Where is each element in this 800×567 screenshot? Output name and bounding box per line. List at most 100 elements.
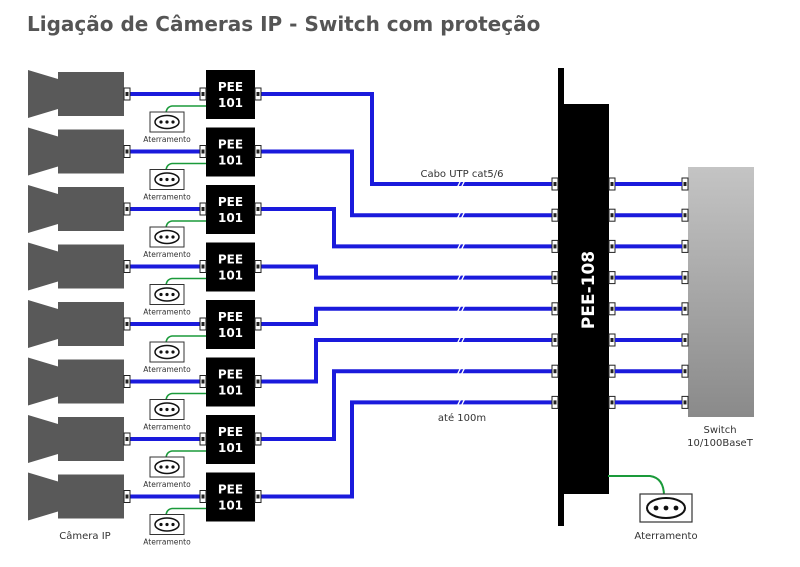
panel-to-switch-cables xyxy=(615,182,682,405)
cable-break-icon xyxy=(456,210,466,220)
ground-label: Aterramento xyxy=(143,135,191,144)
rj45-port-icon xyxy=(681,395,689,409)
ground-outlet: Aterramento xyxy=(143,399,191,432)
rj45-port-icon xyxy=(199,432,207,446)
rj45-port-icon xyxy=(551,364,559,378)
utp-cable xyxy=(261,207,552,249)
ground-label: Aterramento xyxy=(143,308,191,317)
rj45-port-icon xyxy=(681,177,689,191)
pee101-label-line2: 101 xyxy=(218,326,243,340)
pee101-label-line1: PEE xyxy=(218,138,243,152)
ground-outlet: Aterramento xyxy=(143,341,191,374)
pee101-protector: PEE 101 xyxy=(206,300,255,349)
rj45-port-icon xyxy=(123,87,131,101)
utp-cable xyxy=(261,149,552,218)
pee101-label-line2: 101 xyxy=(218,154,243,168)
rj45-port-icon xyxy=(681,271,689,285)
switch-label-line2: 10/100BaseT xyxy=(687,438,754,449)
ground-label: Aterramento xyxy=(143,423,191,432)
rj45-port-icon xyxy=(199,260,207,273)
power-outlet-icon xyxy=(154,517,180,532)
rj45-port-icon xyxy=(123,317,131,331)
rj45-port-icon xyxy=(123,260,131,273)
pee101-label-line2: 101 xyxy=(218,269,243,283)
utp-cable xyxy=(261,264,552,280)
ground-outlet: Aterramento xyxy=(143,284,191,317)
pee101-body xyxy=(206,242,255,292)
rj45-port-icon xyxy=(551,271,559,285)
rj45-port-icon xyxy=(199,375,207,388)
rj45-port-icon xyxy=(123,432,131,446)
switch xyxy=(681,167,754,417)
rj45-port-icon xyxy=(608,333,616,347)
rj45-port-icon xyxy=(551,333,559,347)
rj45-port-icon xyxy=(551,177,559,191)
camera-icon xyxy=(28,185,124,233)
power-outlet-icon xyxy=(154,287,180,302)
utp-cable xyxy=(261,400,552,499)
rj45-port-icon xyxy=(681,302,689,316)
ground-label: Aterramento xyxy=(143,365,191,374)
power-outlet-icon xyxy=(154,459,180,475)
pee101-protector: PEE 101 xyxy=(206,127,255,177)
cable-break-icon xyxy=(456,179,466,189)
rj45-port-icon xyxy=(199,317,207,331)
rj45-port-icon xyxy=(254,317,262,331)
switch-label-line1: Switch xyxy=(703,425,736,436)
pee101-protector: PEE 101 xyxy=(206,472,255,522)
cable-type-label: Cabo UTP cat5/6 xyxy=(420,169,503,180)
pee108-ports xyxy=(551,177,616,409)
power-outlet-icon xyxy=(646,497,686,519)
rj45-port-icon xyxy=(254,375,262,388)
pee108-panel: PEE-108 xyxy=(551,68,616,526)
cable-break-icon xyxy=(456,242,466,251)
camera-icon xyxy=(28,127,124,176)
rj45-port-icon xyxy=(254,145,262,158)
ground-outlet: Aterramento xyxy=(143,456,191,489)
rj45-port-icon xyxy=(608,239,616,253)
pee101-label-line2: 101 xyxy=(218,96,243,110)
page-title: Ligação de Câmeras IP - Switch com prote… xyxy=(27,12,541,36)
pee101-label-line1: PEE xyxy=(218,483,243,497)
power-outlet-icon xyxy=(154,344,180,360)
rj45-port-icon xyxy=(199,490,207,503)
power-outlet-icon xyxy=(154,402,180,417)
utp-cables xyxy=(130,92,552,499)
rj45-port-icon xyxy=(254,260,262,273)
camera-icon xyxy=(28,415,124,463)
rj45-port-icon xyxy=(551,239,559,253)
pee101-body xyxy=(206,70,255,119)
rj45-port-icon xyxy=(254,202,262,216)
pee101-label-line1: PEE xyxy=(218,310,243,324)
rj45-port-icon xyxy=(199,87,207,101)
cameras xyxy=(28,70,131,521)
ground-label: Aterramento xyxy=(143,538,191,547)
rj45-port-icon xyxy=(608,208,616,222)
ground-outlets: AterramentoAterramentoAterramentoAterram… xyxy=(143,111,191,547)
pee101-protectors: PEE101PEE101PEE101PEE101PEE101PEE101PEE1… xyxy=(199,70,262,522)
ground-label: Aterramento xyxy=(143,480,191,489)
rj45-port-icon xyxy=(551,208,559,222)
rj45-port-icon xyxy=(608,302,616,316)
utp-cable xyxy=(261,369,552,441)
pee101-label-line2: 101 xyxy=(218,211,243,225)
rj45-port-icon xyxy=(608,177,616,191)
pee101-body xyxy=(206,472,255,522)
ground-outlet: Aterramento xyxy=(143,514,191,547)
rj45-port-icon xyxy=(608,271,616,285)
rj45-port-icon xyxy=(254,490,262,503)
pee101-label-line2: 101 xyxy=(218,499,243,513)
cable-break-icon xyxy=(456,304,466,314)
pee101-body xyxy=(206,415,255,464)
cable-break-icon xyxy=(456,335,466,345)
switch-body xyxy=(688,167,754,417)
rj45-port-icon xyxy=(199,202,207,216)
pee108-label: PEE-108 xyxy=(579,251,599,329)
rj45-port-icon xyxy=(681,364,689,378)
cable-break-icon xyxy=(456,398,466,407)
